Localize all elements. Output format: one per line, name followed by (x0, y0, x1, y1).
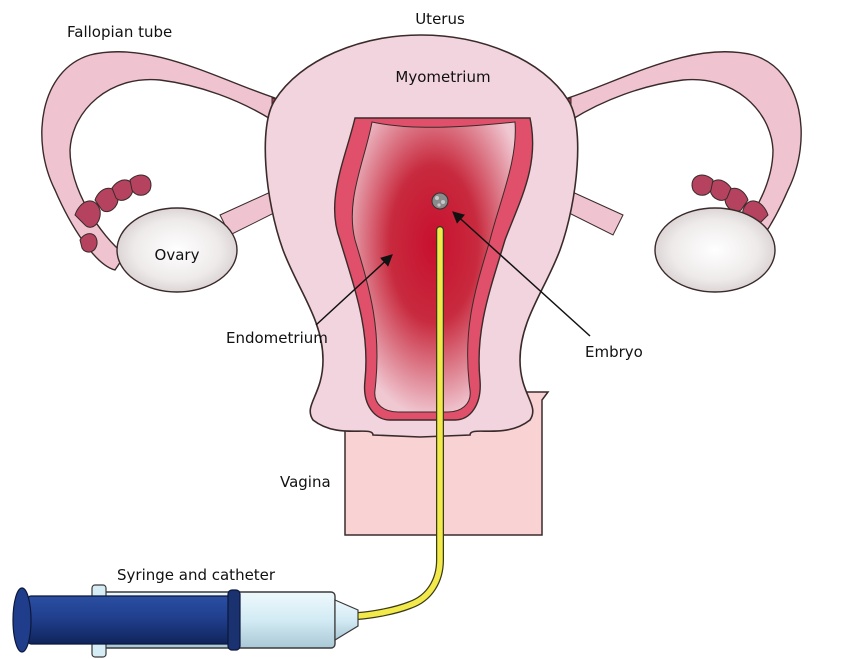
label-ovary: Ovary (155, 246, 200, 264)
label-syringe: Syringe and catheter (117, 566, 276, 584)
label-embryo: Embryo (585, 343, 643, 361)
label-uterus: Uterus (415, 10, 465, 28)
label-endometrium: Endometrium (226, 329, 328, 347)
right-ovary (655, 208, 775, 292)
label-myometrium: Myometrium (395, 68, 490, 86)
embryo (432, 193, 448, 209)
label-fallopian-tube: Fallopian tube (67, 23, 172, 41)
label-vagina: Vagina (280, 473, 331, 491)
